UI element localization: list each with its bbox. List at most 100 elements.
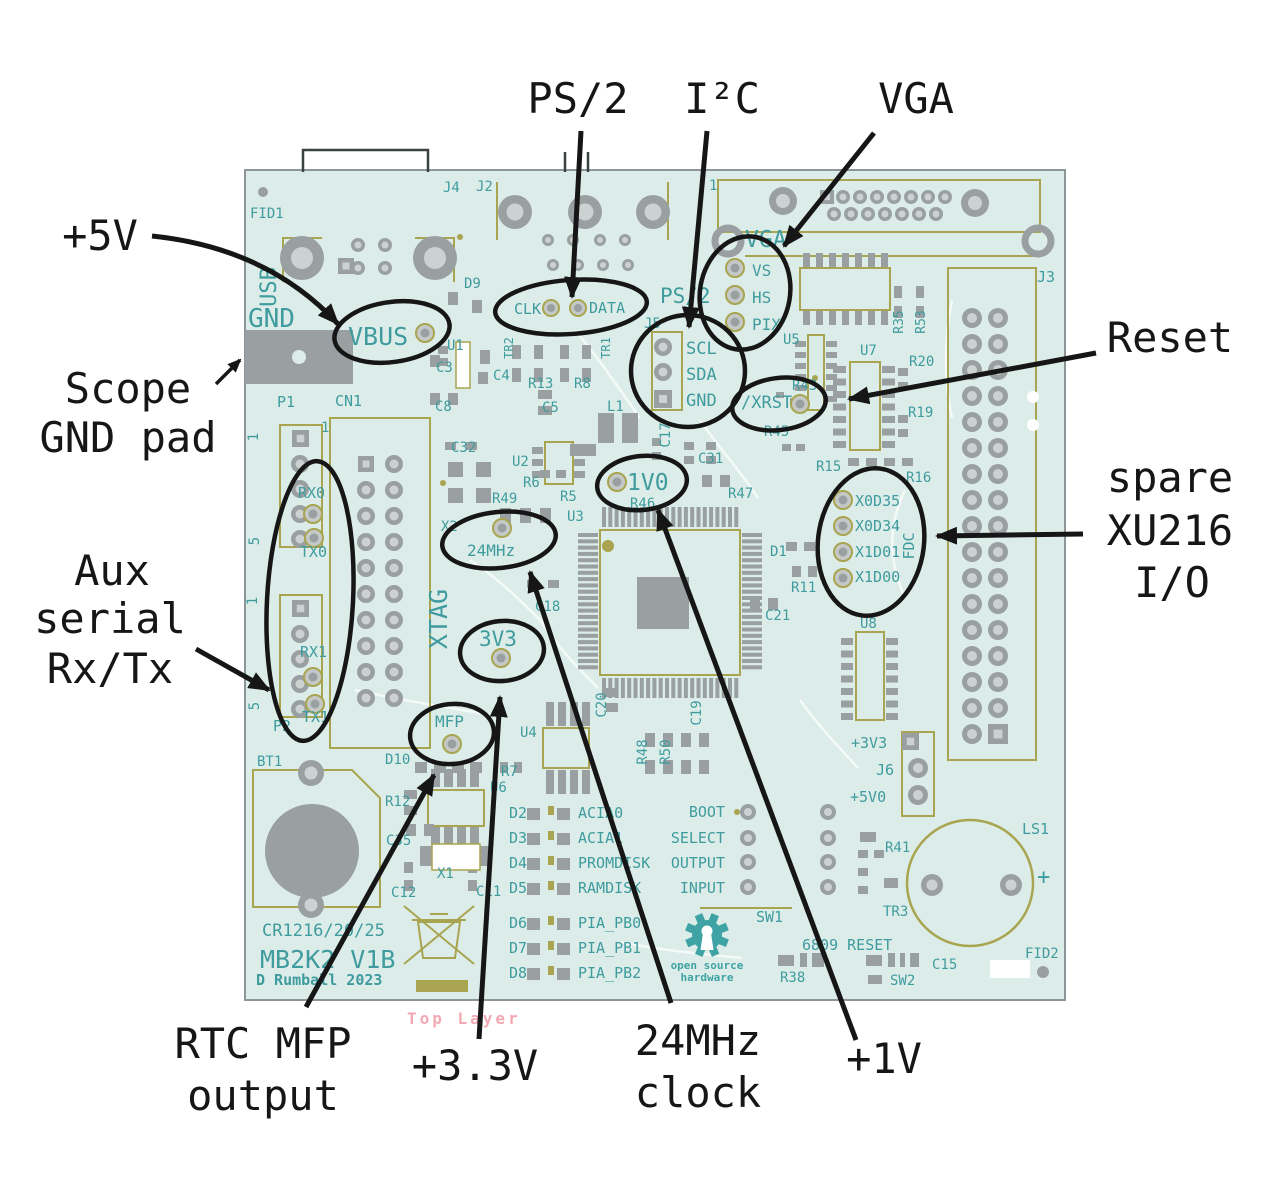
silk-label-x1d00: X1D00 xyxy=(855,568,900,586)
silk-label-u5: U5 xyxy=(783,332,800,348)
test-point-drill xyxy=(612,477,622,487)
ic-pin-pad xyxy=(742,640,762,645)
through-hole-drill xyxy=(993,469,1003,479)
callout-ellipse-3v3 xyxy=(457,618,547,684)
annotation-rtc-mfp-output: output xyxy=(187,1071,339,1120)
smd-pad xyxy=(894,286,902,298)
ic-pin-pad xyxy=(842,253,849,267)
through-hole-drill xyxy=(913,763,923,773)
through-hole-drill xyxy=(295,534,305,544)
silk-label-gnd: GND xyxy=(686,391,717,411)
annotation-aux-serial-rx-tx: Rx/Tx xyxy=(47,644,173,693)
silk-label-r8: R8 xyxy=(574,376,591,392)
callout-ellipse-1v0 xyxy=(594,453,690,513)
ic-pin-pad xyxy=(658,678,663,698)
through-hole-drill xyxy=(545,237,551,243)
ic-pin-pad xyxy=(627,507,632,527)
silk-label-5: 5 xyxy=(247,702,263,710)
smd-pad xyxy=(512,345,521,359)
test-point-drill xyxy=(420,328,430,338)
ic-pin-pad xyxy=(608,507,613,527)
through-hole-drill xyxy=(881,210,889,218)
smd-pad xyxy=(681,733,691,747)
silk-label-j3: J3 xyxy=(1037,268,1055,286)
test-point-drill xyxy=(447,739,457,749)
silk-label-d4: D4 xyxy=(509,854,527,872)
ic-pin-pad xyxy=(532,471,543,478)
smd-pad xyxy=(702,475,712,487)
silk-label-u2: U2 xyxy=(512,454,529,470)
silk-label-promdisk: PROMDISK xyxy=(578,854,650,872)
smd-pad xyxy=(557,883,570,895)
silkscreen-bar xyxy=(416,980,468,992)
through-hole-drill xyxy=(389,537,399,547)
ic-pin-pad xyxy=(841,638,853,645)
smd-pad xyxy=(406,824,416,836)
through-hole-drill xyxy=(839,193,847,201)
through-hole-drill xyxy=(295,704,305,714)
callout-arrow-aux-serial-rx-tx xyxy=(194,646,271,693)
component-outline xyxy=(849,361,881,451)
square-pad-drill xyxy=(993,729,1003,739)
square-pad-drill xyxy=(659,395,667,403)
connector-body-outline xyxy=(301,148,430,172)
silk-label-c21: C21 xyxy=(765,608,790,624)
smd-pad xyxy=(434,762,446,773)
through-hole-drill xyxy=(744,808,752,816)
test-point-drill xyxy=(730,263,740,273)
silk-label-clk: CLK xyxy=(514,300,541,318)
smd-pad xyxy=(884,458,895,466)
silk-label-r12: R12 xyxy=(385,794,410,810)
silk-label-p1: P1 xyxy=(277,393,295,411)
ic-pin-pad xyxy=(602,678,606,698)
silk-label-c12: C12 xyxy=(391,885,416,901)
osh-logo xyxy=(685,913,729,957)
silk-label-r35: R35 xyxy=(892,310,907,333)
through-hole-drill xyxy=(993,339,1003,349)
silk-label-u8: U8 xyxy=(860,616,877,632)
smd-pad xyxy=(512,368,521,382)
silk-label--: + xyxy=(1037,865,1050,890)
ic-pin-pad xyxy=(742,539,762,544)
ic-pin-pad xyxy=(816,311,823,325)
copper-trace xyxy=(891,489,907,599)
silk-label-u1: U1 xyxy=(447,338,464,354)
smd-pad xyxy=(916,306,924,318)
ic-pin-pad xyxy=(620,507,625,527)
ic-pin-pad xyxy=(742,545,762,550)
smd-pad xyxy=(556,470,566,478)
silk-label-j6: J6 xyxy=(876,761,894,779)
silk-label-pia-pb0: PIA_PB0 xyxy=(578,914,641,932)
smd-pad xyxy=(778,955,794,966)
smd-pad xyxy=(527,943,540,955)
smd-pad xyxy=(404,880,413,891)
ic-pin-pad xyxy=(742,627,762,632)
through-hole-drill xyxy=(967,573,977,583)
ic-pin-pad xyxy=(742,614,762,619)
through-hole-drill xyxy=(389,563,399,573)
smd-pad xyxy=(468,880,477,891)
ic-die xyxy=(637,577,689,629)
smd-pad xyxy=(557,833,570,845)
smd-pad xyxy=(848,458,859,466)
through-hole-drill xyxy=(967,651,977,661)
ic-pin-pad xyxy=(826,363,837,369)
silk-label-r49: R49 xyxy=(492,491,517,507)
silk-label-5: 5 xyxy=(247,537,263,545)
through-hole-drill xyxy=(361,693,371,703)
smd-pad xyxy=(910,953,919,967)
smd-pad xyxy=(534,368,543,382)
through-hole-drill xyxy=(967,495,977,505)
smd-pad xyxy=(480,350,490,364)
silk-label-c20: C20 xyxy=(594,692,610,717)
ic-pin-pad xyxy=(652,678,657,698)
ic-pin-pad xyxy=(546,770,554,794)
ic-pin-pad xyxy=(602,507,606,527)
through-hole-drill xyxy=(389,641,399,651)
through-hole-drill xyxy=(967,599,977,609)
silk-label-osh-line1: open source xyxy=(671,959,744,972)
smd-pad xyxy=(472,300,482,313)
smd-pad xyxy=(560,368,569,382)
ic-pin-pad xyxy=(855,253,862,267)
pin1-dot xyxy=(457,234,463,240)
